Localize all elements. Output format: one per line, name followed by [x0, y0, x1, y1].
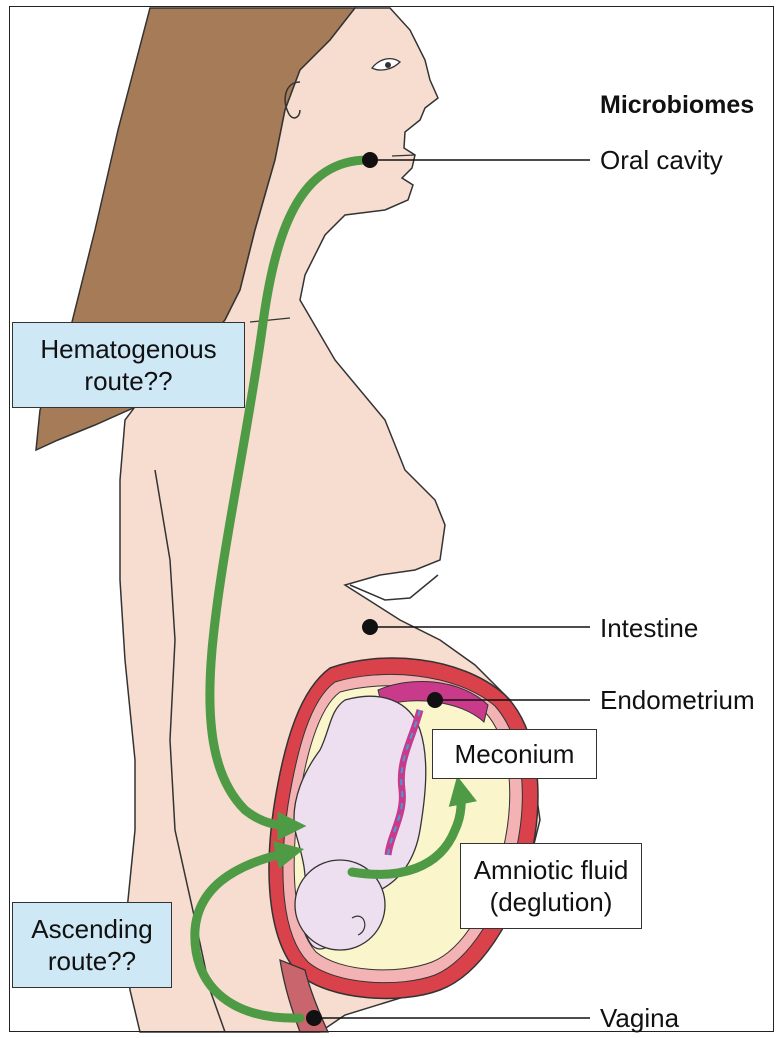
ascending-route-line2: route?? — [31, 945, 152, 977]
meconium-label: Meconium — [455, 738, 575, 770]
meconium-box: Meconium — [432, 729, 597, 779]
hematogenous-route-box: Hematogenous route?? — [12, 322, 245, 408]
pupil — [385, 62, 391, 68]
microbiomes-heading: Microbiomes — [600, 90, 754, 120]
intestine-marker — [362, 619, 378, 635]
hematogenous-route-line2: route?? — [40, 365, 216, 397]
oral-cavity-marker — [362, 152, 378, 168]
vagina-marker — [306, 1010, 322, 1026]
ascending-route-box: Ascending route?? — [12, 902, 172, 988]
endometrium-marker — [427, 692, 443, 708]
site-label-endometrium: Endometrium — [600, 685, 755, 715]
ascending-route-line1: Ascending — [31, 913, 152, 945]
hematogenous-route-line1: Hematogenous — [40, 333, 216, 365]
amniotic-fluid-box: Amniotic fluid (deglution) — [460, 843, 642, 929]
amniotic-fluid-line2: (deglution) — [474, 886, 629, 918]
site-label-intestine: Intestine — [600, 613, 698, 643]
site-label-vagina: Vagina — [600, 1003, 679, 1033]
amniotic-fluid-line1: Amniotic fluid — [474, 854, 629, 886]
site-label-oral-cavity: Oral cavity — [600, 145, 723, 175]
